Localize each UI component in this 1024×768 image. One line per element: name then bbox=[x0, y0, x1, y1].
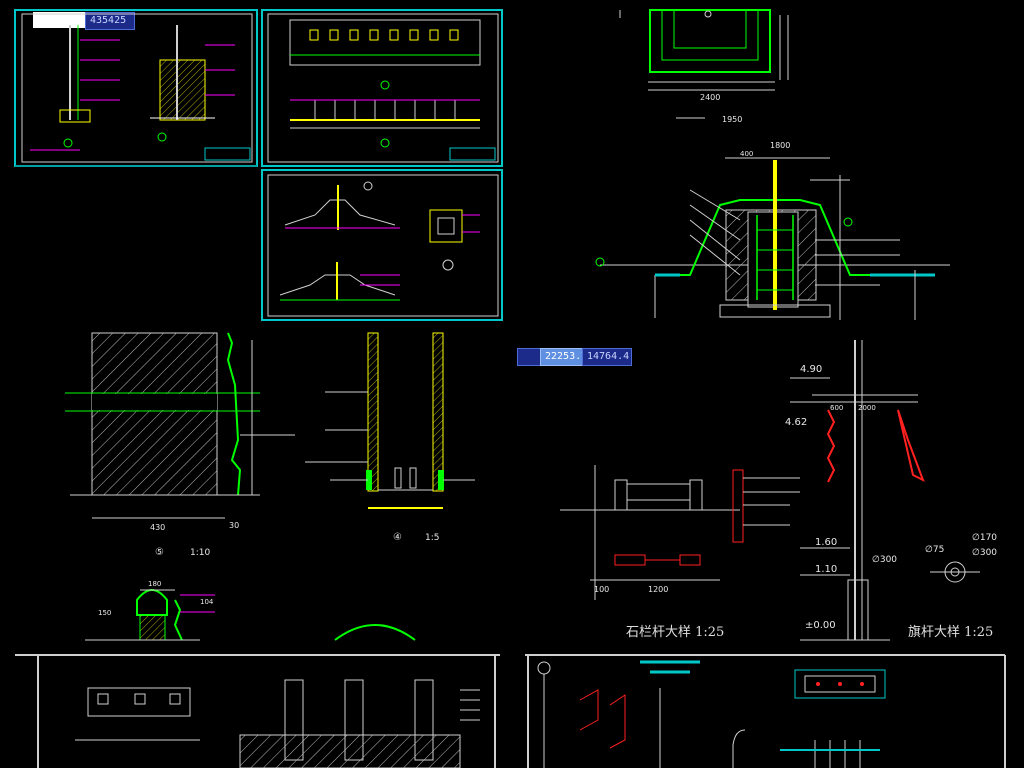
elevation-1-10: 1.10 bbox=[815, 564, 837, 575]
cap-detail bbox=[85, 589, 416, 641]
sheet2-detail bbox=[289, 19, 481, 148]
title-stone-railing: 石栏杆大样 1:25 bbox=[626, 625, 724, 640]
sheet-frame-top-left bbox=[14, 9, 503, 321]
base-section bbox=[595, 157, 950, 320]
dim-430: 430 bbox=[150, 523, 165, 532]
dim-400: 400 bbox=[740, 150, 753, 158]
dim-30: 30 bbox=[229, 521, 239, 530]
dim-2400: 2400 bbox=[700, 93, 720, 102]
elevation-0-00: ±0.00 bbox=[805, 620, 836, 631]
dim-100-a: 100 bbox=[594, 585, 609, 594]
dim-180: 180 bbox=[148, 580, 161, 588]
coord-readout-y: 14764.4 bbox=[582, 348, 632, 366]
diameter-300-b: ∅300 bbox=[972, 548, 997, 558]
dim-2000: 2000 bbox=[858, 404, 876, 412]
dim-1200: 1200 bbox=[648, 585, 668, 594]
section-4-drawing bbox=[305, 332, 475, 509]
dim-1950: 1950 bbox=[722, 115, 742, 124]
bottom-right-detail bbox=[537, 660, 886, 768]
section-4-scale: 1:5 bbox=[425, 533, 439, 543]
bottom-left-detail bbox=[75, 679, 480, 768]
diameter-170: ∅170 bbox=[972, 533, 997, 543]
elevation-1-60: 1.60 bbox=[815, 537, 837, 548]
sheet1-detail bbox=[30, 25, 235, 151]
id-readout: 435425 bbox=[85, 12, 135, 30]
base-plan bbox=[619, 9, 789, 119]
elevation-4-62: 4.62 bbox=[785, 417, 807, 428]
section-5-number: ⑤ bbox=[155, 547, 164, 558]
title-blocks bbox=[204, 147, 496, 161]
dim-150: 150 bbox=[98, 609, 111, 617]
dim-1800: 1800 bbox=[770, 141, 790, 150]
id-box-blank bbox=[33, 12, 87, 28]
dim-600: 600 bbox=[830, 404, 843, 412]
elevation-4-90: 4.90 bbox=[800, 364, 822, 375]
section-5-drawing bbox=[65, 332, 295, 519]
diameter-300: ∅300 bbox=[872, 555, 897, 565]
section-4-number: ④ bbox=[393, 532, 402, 543]
sheet3-detail bbox=[279, 181, 480, 301]
stone-railing-detail bbox=[560, 465, 800, 600]
flagpole-detail bbox=[790, 340, 980, 641]
dim-104: 104 bbox=[200, 598, 214, 606]
section-5-scale: 1:10 bbox=[190, 548, 210, 558]
diameter-75: ∅75 bbox=[925, 545, 944, 555]
sheet-frame-bottom bbox=[15, 654, 1006, 768]
title-flagpole: 旗杆大样 1:25 bbox=[908, 624, 993, 640]
sheet-inner-frames bbox=[21, 13, 499, 317]
